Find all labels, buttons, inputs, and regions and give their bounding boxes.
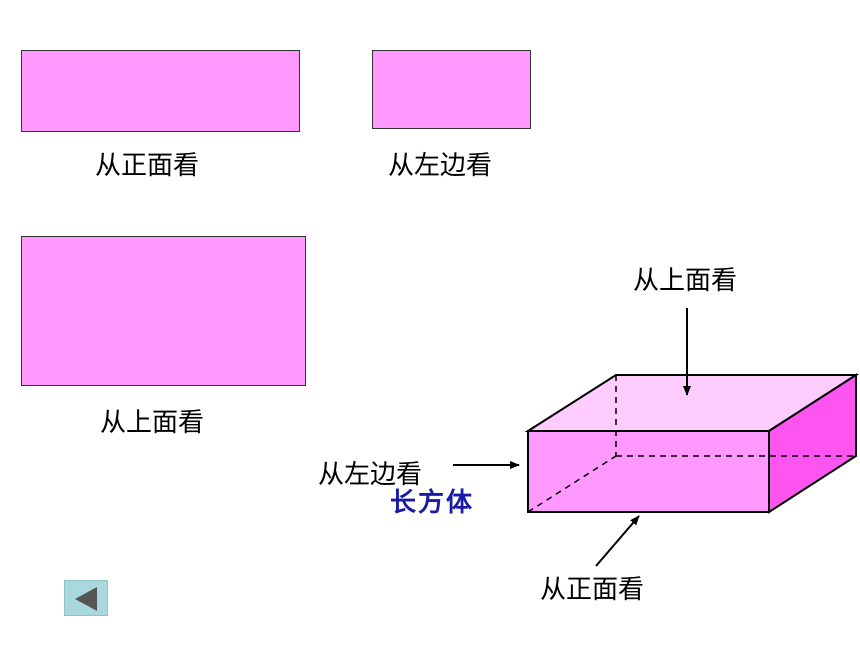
cuboid-left-label: 从左边看 bbox=[318, 460, 423, 490]
cuboid-front-label: 从正面看 bbox=[540, 575, 645, 605]
cuboid-name: 长方体 bbox=[390, 488, 475, 518]
top-view-caption: 从上面看 bbox=[100, 408, 205, 438]
left-view-rect bbox=[372, 50, 531, 129]
top-view-rect bbox=[21, 236, 306, 386]
arrow-from-front bbox=[595, 515, 640, 567]
back-button[interactable] bbox=[64, 580, 108, 616]
cuboid-front-face bbox=[527, 430, 770, 513]
front-view-caption: 从正面看 bbox=[95, 151, 200, 181]
triangle-left-icon bbox=[75, 587, 97, 611]
left-view-caption: 从左边看 bbox=[388, 151, 493, 181]
cuboid-top-label: 从上面看 bbox=[633, 266, 738, 296]
front-view-rect bbox=[21, 50, 300, 132]
